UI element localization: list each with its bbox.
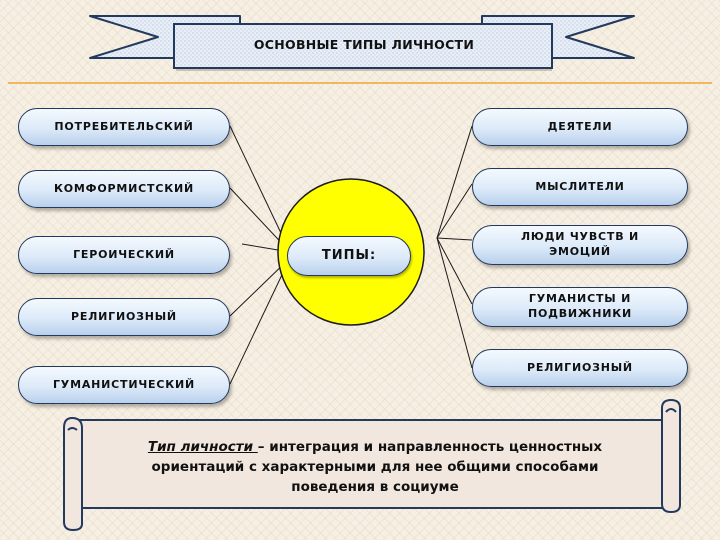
connector-right-5	[436, 237, 473, 369]
definition-line-2: ориентаций с характерными для нее общими…	[151, 458, 599, 475]
right-type-5: РЕЛИГИОЗНЫЙ	[472, 349, 688, 387]
connector-left-5	[229, 257, 291, 385]
left-type-5: ГУМАНИСТИЧЕСКИЙ	[18, 366, 230, 404]
connector-right-2	[436, 183, 473, 239]
right-type-3: ЛЮДИ ЧУВСТВ И ЭМОЦИЙ	[472, 225, 688, 265]
definition-line-3: поведения в социуме	[291, 479, 459, 496]
left-type-1: ПОТРЕБИТЕЛЬСКИЙ	[18, 108, 230, 146]
connector-right-4	[436, 237, 473, 305]
right-type-4: ГУМАНИСТЫ И ПОДВИЖНИКИ	[472, 287, 688, 327]
definition-line-1: Тип личности – интеграция и направленнос…	[148, 437, 602, 457]
definition-term: Тип личности	[147, 438, 258, 455]
header-divider	[8, 82, 712, 84]
scroll-roll-left	[63, 417, 83, 531]
left-type-3: ГЕРОИЧЕСКИЙ	[18, 236, 230, 274]
definition-line-1-rest: – интеграция и направленность ценностных	[257, 438, 603, 455]
scroll-roll-right	[661, 399, 681, 513]
right-type-1: ДЕЯТЕЛИ	[472, 108, 688, 146]
left-type-4: РЕЛИГИОЗНЫЙ	[18, 298, 230, 336]
left-type-2: КОМФОРМИСТСКИЙ	[18, 170, 230, 208]
connector-left-1	[229, 125, 291, 253]
page-title: ОСНОВНЫЕ ТИПЫ ЛИЧНОСТИ	[253, 36, 475, 52]
title-banner	[89, 15, 635, 71]
right-type-2: МЫСЛИТЕЛИ	[472, 168, 688, 206]
banner-body	[173, 23, 553, 69]
connector-right-3	[436, 237, 473, 241]
connector-right-1	[436, 125, 473, 239]
connector-lines	[229, 125, 473, 385]
center-label: ТИПЫ:	[287, 236, 411, 276]
definition-text: Тип личности – интеграция и направленнос…	[92, 432, 658, 502]
